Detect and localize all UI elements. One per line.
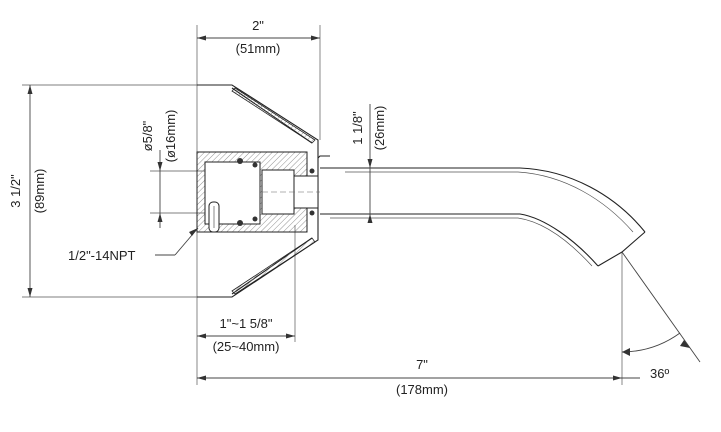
extension-lines: [22, 25, 623, 385]
adjust-range-metric: (25~40mm): [213, 339, 280, 354]
spout-body: [317, 155, 646, 267]
dim-spout-height: 1 1/8" (26mm): [350, 104, 387, 223]
dim-flange-depth: 2" (51mm): [197, 18, 320, 56]
thread-label: 1/2"-14NPT: [68, 248, 136, 263]
spout-height-metric: (26mm): [372, 106, 387, 151]
adjust-range-imperial: 1"~1 5/8": [220, 316, 273, 331]
thread-callout: 1/2"-14NPT: [68, 227, 199, 263]
overall-height-imperial: 3 1/2": [8, 174, 23, 208]
pipe-diameter-metric: (ø16mm): [163, 110, 178, 163]
dim-pipe-diameter: ø5/8" (ø16mm): [140, 110, 178, 228]
inner-fitting: [196, 151, 320, 233]
overall-height-metric: (89mm): [32, 169, 47, 214]
angle-label: 36º: [650, 366, 669, 381]
dim-outlet-angle: 36º: [621, 251, 701, 381]
dim-overall-length: 7" (178mm): [197, 357, 640, 397]
overall-length-metric: (178mm): [396, 382, 448, 397]
flange-depth-metric: (51mm): [236, 41, 281, 56]
pipe-diameter-imperial: ø5/8": [140, 120, 155, 151]
dim-adjust-range: 1"~1 5/8" (25~40mm): [197, 316, 295, 354]
wall-flange: [197, 84, 319, 298]
overall-length-imperial: 7": [416, 357, 428, 372]
flange-depth-imperial: 2": [252, 18, 264, 33]
spout-height-imperial: 1 1/8": [350, 111, 365, 145]
dim-overall-height: 3 1/2" (89mm): [8, 85, 47, 297]
